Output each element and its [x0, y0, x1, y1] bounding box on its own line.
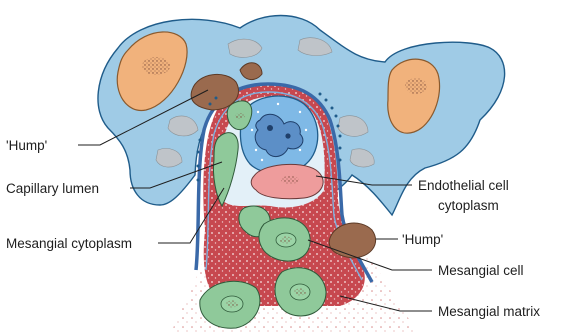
label-hump-left: 'Hump': [6, 138, 47, 153]
mesangial-cell-3-chromatin: [226, 301, 238, 308]
label-mesangial-cell: Mesangial cell: [438, 263, 524, 278]
mesangial-upper-nucleus-dots: [235, 113, 245, 119]
label-mesangial-matrix: Mesangial matrix: [438, 304, 540, 319]
nucleolus-2: [285, 133, 290, 138]
label-hump-right: 'Hump': [402, 232, 443, 247]
nucleolus-1: [267, 125, 273, 131]
label-endothelial-line2: cytoplasm: [438, 198, 499, 213]
mesangial-cell-2-chromatin: [280, 237, 292, 244]
label-capillary-lumen: Capillary lumen: [6, 181, 99, 196]
rbc-right-chromatin: [405, 78, 427, 94]
rbc-chromatin: [281, 176, 299, 184]
rbc-left-chromatin: [142, 57, 170, 75]
mesangial-cell-4-chromatin: [294, 289, 306, 296]
label-mesangial-cytoplasm: Mesangial cytoplasm: [6, 236, 132, 251]
label-endothelial-line1: Endothelial cell: [418, 178, 509, 193]
